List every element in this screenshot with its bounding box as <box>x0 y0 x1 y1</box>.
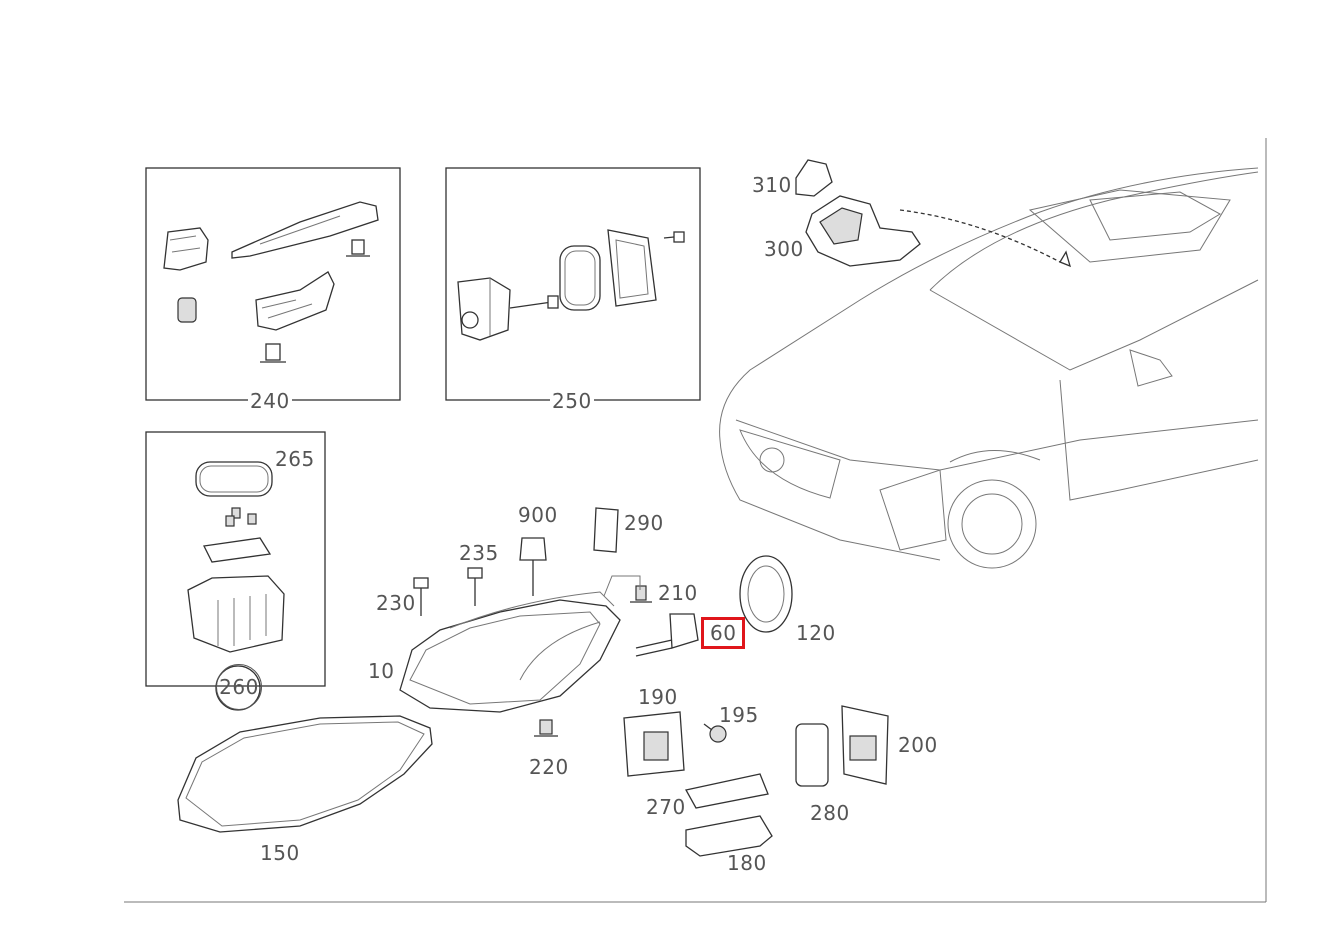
wire-210 <box>603 575 641 597</box>
label-60-highlighted[interactable]: 60 <box>701 617 746 649</box>
label-180[interactable]: 180 <box>727 851 767 875</box>
shaft-250 <box>509 295 559 309</box>
label-900[interactable]: 900 <box>518 503 558 527</box>
label-235[interactable]: 235 <box>459 541 499 565</box>
screw-240a <box>177 297 197 323</box>
label-265[interactable]: 265 <box>273 447 317 471</box>
unit-180 <box>685 815 773 857</box>
label-230[interactable]: 230 <box>376 591 416 615</box>
label-310[interactable]: 310 <box>752 173 792 197</box>
mirror-300 <box>805 195 921 267</box>
label-190[interactable]: 190 <box>638 685 678 709</box>
label-210[interactable]: 210 <box>658 581 698 605</box>
connector-900 <box>519 537 547 596</box>
bolt-230 <box>413 577 429 616</box>
lens-150 <box>177 715 433 833</box>
bulb-60 <box>635 613 699 657</box>
label-240[interactable]: 240 <box>248 389 292 413</box>
label-120[interactable]: 120 <box>796 621 836 645</box>
ballast-200 <box>841 705 889 785</box>
screw-220 <box>534 719 558 737</box>
label-10[interactable]: 10 <box>368 659 395 683</box>
cap-120 <box>739 555 793 633</box>
car-illustration <box>719 167 1259 569</box>
board-260 <box>203 537 272 563</box>
label-250[interactable]: 250 <box>550 389 594 413</box>
label-280[interactable]: 280 <box>810 801 850 825</box>
label-300[interactable]: 300 <box>764 237 804 261</box>
screw-195 <box>703 723 727 743</box>
clip-240 <box>346 239 370 257</box>
bolt-250 <box>663 231 685 243</box>
screws-260 <box>225 507 257 527</box>
bracket-long-240 <box>231 201 379 259</box>
gasket-280 <box>795 723 829 787</box>
gasket-270 <box>685 773 769 809</box>
frame-250 <box>607 229 657 307</box>
screw-240b <box>260 343 286 363</box>
headlamp-10 <box>399 591 621 713</box>
ballast-190 <box>623 711 685 777</box>
motor-250 <box>457 277 511 341</box>
screw-210 <box>630 585 652 603</box>
sensor-310 <box>795 159 833 197</box>
label-260[interactable]: 260 <box>216 664 262 710</box>
gasket-265 <box>195 461 273 497</box>
label-195[interactable]: 195 <box>719 703 759 727</box>
bracket-left-240 <box>163 227 209 271</box>
label-200[interactable]: 200 <box>898 733 938 757</box>
module-260 <box>187 575 285 653</box>
label-290[interactable]: 290 <box>624 511 664 535</box>
gasket-290 <box>593 507 619 553</box>
bracket-mid-240 <box>255 271 335 331</box>
label-270[interactable]: 270 <box>646 795 686 819</box>
bolt-235 <box>467 567 483 606</box>
seal-250 <box>559 245 601 311</box>
label-220[interactable]: 220 <box>529 755 569 779</box>
label-150[interactable]: 150 <box>260 841 300 865</box>
